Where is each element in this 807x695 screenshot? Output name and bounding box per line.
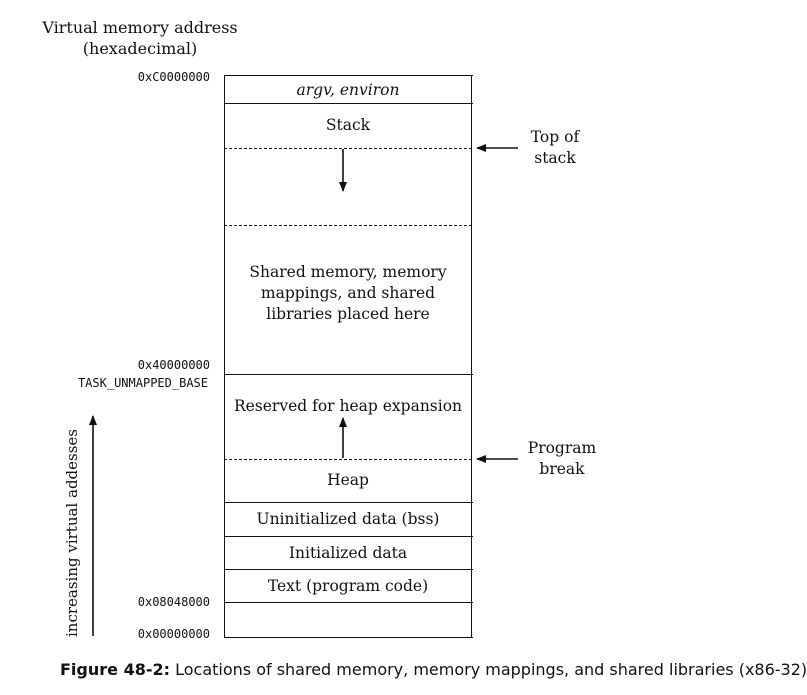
address-axis-title-line1: Virtual memory address xyxy=(42,18,238,37)
divider-task-unmapped-base xyxy=(224,374,473,375)
segment-reserved-heap: Reserved for heap expansion xyxy=(233,397,463,415)
address-mid: 0x40000000 xyxy=(137,358,210,372)
segment-stack: Stack xyxy=(325,116,371,134)
address-axis-title-line2: (hexadecimal) xyxy=(82,39,198,58)
divider-argv-bottom xyxy=(224,103,473,104)
segment-initialized-data: Initialized data xyxy=(288,544,408,562)
segment-shared-line3: libraries placed here xyxy=(266,305,430,323)
memory-layout-box xyxy=(224,76,472,638)
divider-bss-bottom xyxy=(224,536,473,537)
address-axis-title: Virtual memory address (hexadecimal) xyxy=(40,17,240,59)
segment-argv-environ: argv, environ xyxy=(296,81,400,99)
top-of-stack-line2: stack xyxy=(534,149,576,167)
program-break-line2: break xyxy=(539,460,585,478)
divider-text-bottom xyxy=(224,602,473,603)
divider-heap-bottom xyxy=(224,502,473,503)
segment-shared-line2: mappings, and shared xyxy=(260,284,436,302)
top-of-stack-label: Top of stack xyxy=(520,127,590,169)
segment-shared-line1: Shared memory, memory xyxy=(249,263,447,281)
figure-caption: Figure 48-2: Locations of shared memory,… xyxy=(60,660,807,680)
divider-bottom xyxy=(224,637,473,638)
program-break-label: Program break xyxy=(522,438,602,480)
dashed-program-break xyxy=(224,459,472,460)
address-mid-symbol: TASK_UNMAPPED_BASE xyxy=(77,376,208,390)
increasing-addresses-label: increasing virtual addesses xyxy=(63,429,81,638)
figure-caption-text: Locations of shared memory, memory mappi… xyxy=(170,660,807,679)
dashed-stack-limit xyxy=(224,225,472,226)
address-text-start: 0x08048000 xyxy=(137,595,210,609)
segment-bss: Uninitialized data (bss) xyxy=(256,510,440,528)
top-of-stack-line1: Top of xyxy=(530,128,580,146)
address-zero: 0x00000000 xyxy=(137,627,210,641)
dashed-top-of-stack xyxy=(224,148,472,149)
address-top: 0xC0000000 xyxy=(137,70,210,84)
program-break-line1: Program xyxy=(527,439,597,457)
divider-top xyxy=(224,75,473,76)
segment-heap: Heap xyxy=(327,471,369,489)
figure-number: Figure 48-2: xyxy=(60,660,171,679)
segment-text: Text (program code) xyxy=(267,577,429,595)
divider-data-bottom xyxy=(224,569,473,570)
